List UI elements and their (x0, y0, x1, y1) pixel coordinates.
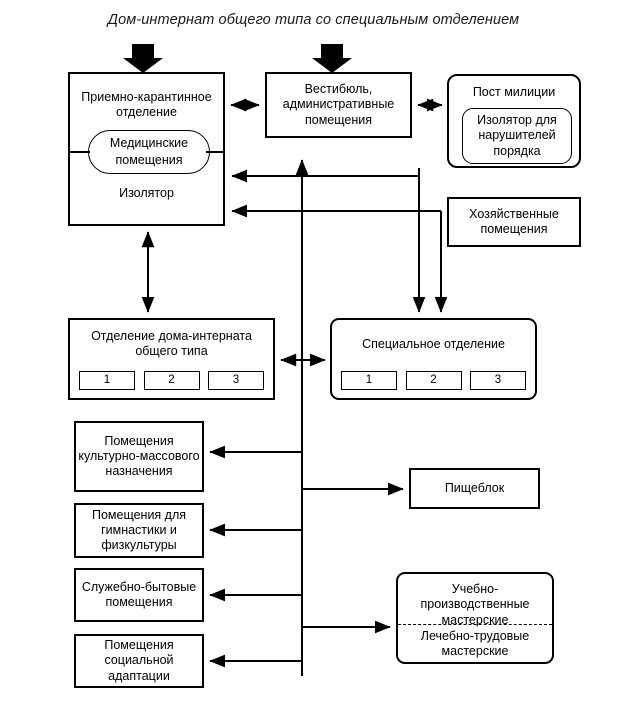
node-workshops-divider (398, 624, 552, 625)
node-general-title: Отделение дома-интерната общего типа (91, 329, 252, 359)
node-special-slot-1[interactable]: 1 (341, 371, 397, 390)
node-general-slot-3[interactable]: 3 (208, 371, 264, 390)
node-special-department[interactable]: Специальное отделение 1 2 3 (330, 318, 537, 400)
node-general-slot-2[interactable]: 2 (143, 371, 200, 390)
node-police-isolator[interactable]: Изолятор для нарушителей порядка (462, 108, 572, 164)
node-police-isolator-label: Изолятор для нарушителей порядка (477, 112, 557, 158)
node-special-slots: 1 2 3 (341, 371, 526, 390)
node-special-slot-2[interactable]: 2 (405, 371, 462, 390)
page-title: Дом-интернат общего типа со специальным … (107, 12, 520, 28)
node-police-title: Пост милиции (472, 85, 556, 99)
node-social-title: Помещения социальной адаптации (104, 638, 174, 683)
node-canteen[interactable]: Пищеблок (409, 468, 540, 509)
node-admission-medical-label: Медицинские помещения (109, 136, 189, 167)
node-service-title: Служебно-бытовые помещения (81, 579, 197, 609)
node-special-slot-3[interactable]: 3 (470, 371, 526, 390)
node-gym-title: Помещения для гимнастики и физкультуры (91, 507, 187, 553)
connector-police-admission (231, 168, 420, 183)
node-admission-isolator-label: Изолятор (119, 186, 174, 200)
node-general-department[interactable]: Отделение дома-интерната общего типа 1 2… (68, 318, 275, 400)
entry-arrow-vestibule-icon (312, 44, 352, 73)
node-admission-quarantine[interactable]: Приемно-карантинное отделение Медицински… (68, 72, 225, 226)
node-admission-medical-oval[interactable]: Медицинские помещения (88, 130, 210, 174)
node-admission-oval-mask (90, 142, 206, 160)
node-vestibule-title: Вестибюль, административные помещения (282, 82, 395, 127)
node-household-title: Хозяйственные помещения (469, 206, 559, 236)
node-admission-title: Приемно-карантинное отделение (81, 90, 212, 120)
node-workshops[interactable]: Учебно-производственные мастерские Лечеб… (396, 572, 554, 664)
node-special-title: Специальное отделение (362, 337, 505, 351)
node-culture-title: Помещения культурно-массового назначения (78, 433, 200, 479)
entry-arrow-admission-icon (123, 44, 163, 73)
node-social-adaptation-premises[interactable]: Помещения социальной адаптации (74, 634, 204, 688)
node-culture-premises[interactable]: Помещения культурно-массового назначения (74, 421, 204, 492)
node-vestibule[interactable]: Вестибюль, административные помещения (265, 72, 412, 138)
node-workshops-top-label: Учебно-производственные мастерские (420, 582, 530, 627)
node-canteen-title: Пищеблок (444, 480, 505, 495)
node-police-post[interactable]: Пост милиции Изолятор для нарушителей по… (447, 74, 581, 168)
node-workshops-bottom-label: Лечебно-трудовые мастерские (420, 629, 530, 659)
node-gym-premises[interactable]: Помещения для гимнастики и физкультуры (74, 503, 204, 558)
node-household-premises[interactable]: Хозяйственные помещения (447, 197, 581, 247)
node-service-premises[interactable]: Служебно-бытовые помещения (74, 568, 204, 622)
node-general-slots: 1 2 3 (79, 371, 264, 390)
node-general-slot-1[interactable]: 1 (79, 371, 135, 390)
